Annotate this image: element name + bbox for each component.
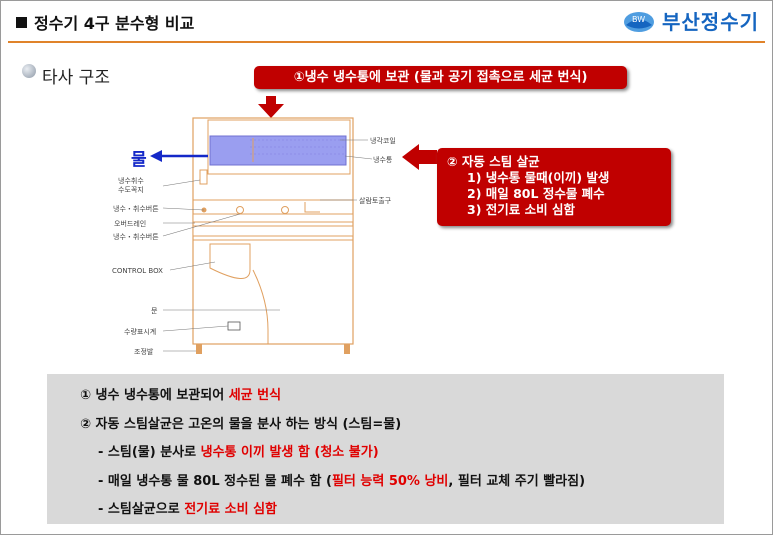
page-title-text: 정수기 4구 분수형 비교 (34, 14, 195, 33)
label-overdrain: 오버드레인 (114, 220, 147, 228)
label-cold-button-1: 냉수・취수버튼 (113, 205, 159, 213)
left-arrow-icon (402, 144, 437, 170)
header-divider (8, 41, 765, 43)
down-arrow-icon (258, 96, 284, 118)
summary-line-1: ① 냉수 냉수통에 보관되어 세균 번식 (80, 388, 282, 403)
water-arrow-head-icon (150, 150, 162, 162)
summary-line-3: - 스팀(물) 분사로 냉수통 이끼 발생 함 (청소 불가) (98, 445, 379, 460)
label-water-meter: 수량표시계 (124, 328, 157, 336)
label-adjust-foot: 조정발 (134, 348, 154, 356)
label-cold-tank: 냉수통 (373, 156, 393, 164)
label-door: 문 (151, 307, 158, 315)
cold-tank-water (209, 135, 347, 166)
callout-steam-sterilization: ② 자동 스팀 살균 1) 냉수통 물때(이끼) 발생 2) 매일 80L 정수… (437, 148, 671, 226)
callout-steam-title: ② 자동 스팀 살균 (447, 154, 540, 169)
water-drop-logo-icon: BW (624, 11, 654, 32)
summary-line-2: ② 자동 스팀살균은 고온의 물을 분사 하는 방식 (스팀=물) (80, 417, 402, 432)
company-logo: BW 부산정수기 (622, 6, 759, 35)
label-cold-water-take: 냉수취수 (118, 177, 144, 185)
summary-box (47, 374, 724, 524)
callout-steam-item-2: 2) 매일 80L 정수물 폐수 (467, 186, 605, 201)
logo-badge: BW (632, 15, 645, 24)
section-title: 타사 구조 (22, 63, 110, 88)
circle-bullet-icon (22, 63, 36, 78)
square-bullet-icon (16, 16, 27, 28)
summary-line-5: - 스팀살균으로 전기료 소비 심함 (98, 502, 277, 517)
logo-text: 부산정수기 (662, 10, 759, 34)
callout-steam-item-3: 3) 전기료 소비 심함 (467, 202, 575, 217)
water-purifier-diagram (150, 96, 437, 354)
label-cooling-coil: 냉각코일 (370, 137, 396, 145)
label-control-box: CONTROL BOX (112, 267, 163, 275)
summary-line-4: - 매일 냉수통 물 80L 정수된 물 폐수 함 (필터 능력 50% 낭비,… (98, 474, 586, 489)
label-faucet: 수도꼭지 (118, 186, 144, 194)
page-title: 정수기 4구 분수형 비교 (16, 10, 194, 34)
label-cold-button-2: 냉수・취수버튼 (113, 233, 159, 241)
label-sterilizer-outlet: 살람토출구 (359, 197, 392, 205)
water-label: 물 (131, 150, 147, 170)
callout-cold-storage: ①냉수 냉수통에 보관 (물과 공기 접촉으로 세균 번식) (254, 66, 627, 89)
callout-steam-item-1: 1) 냉수통 물때(이끼) 발생 (467, 170, 610, 185)
section-title-text: 타사 구조 (42, 68, 110, 88)
